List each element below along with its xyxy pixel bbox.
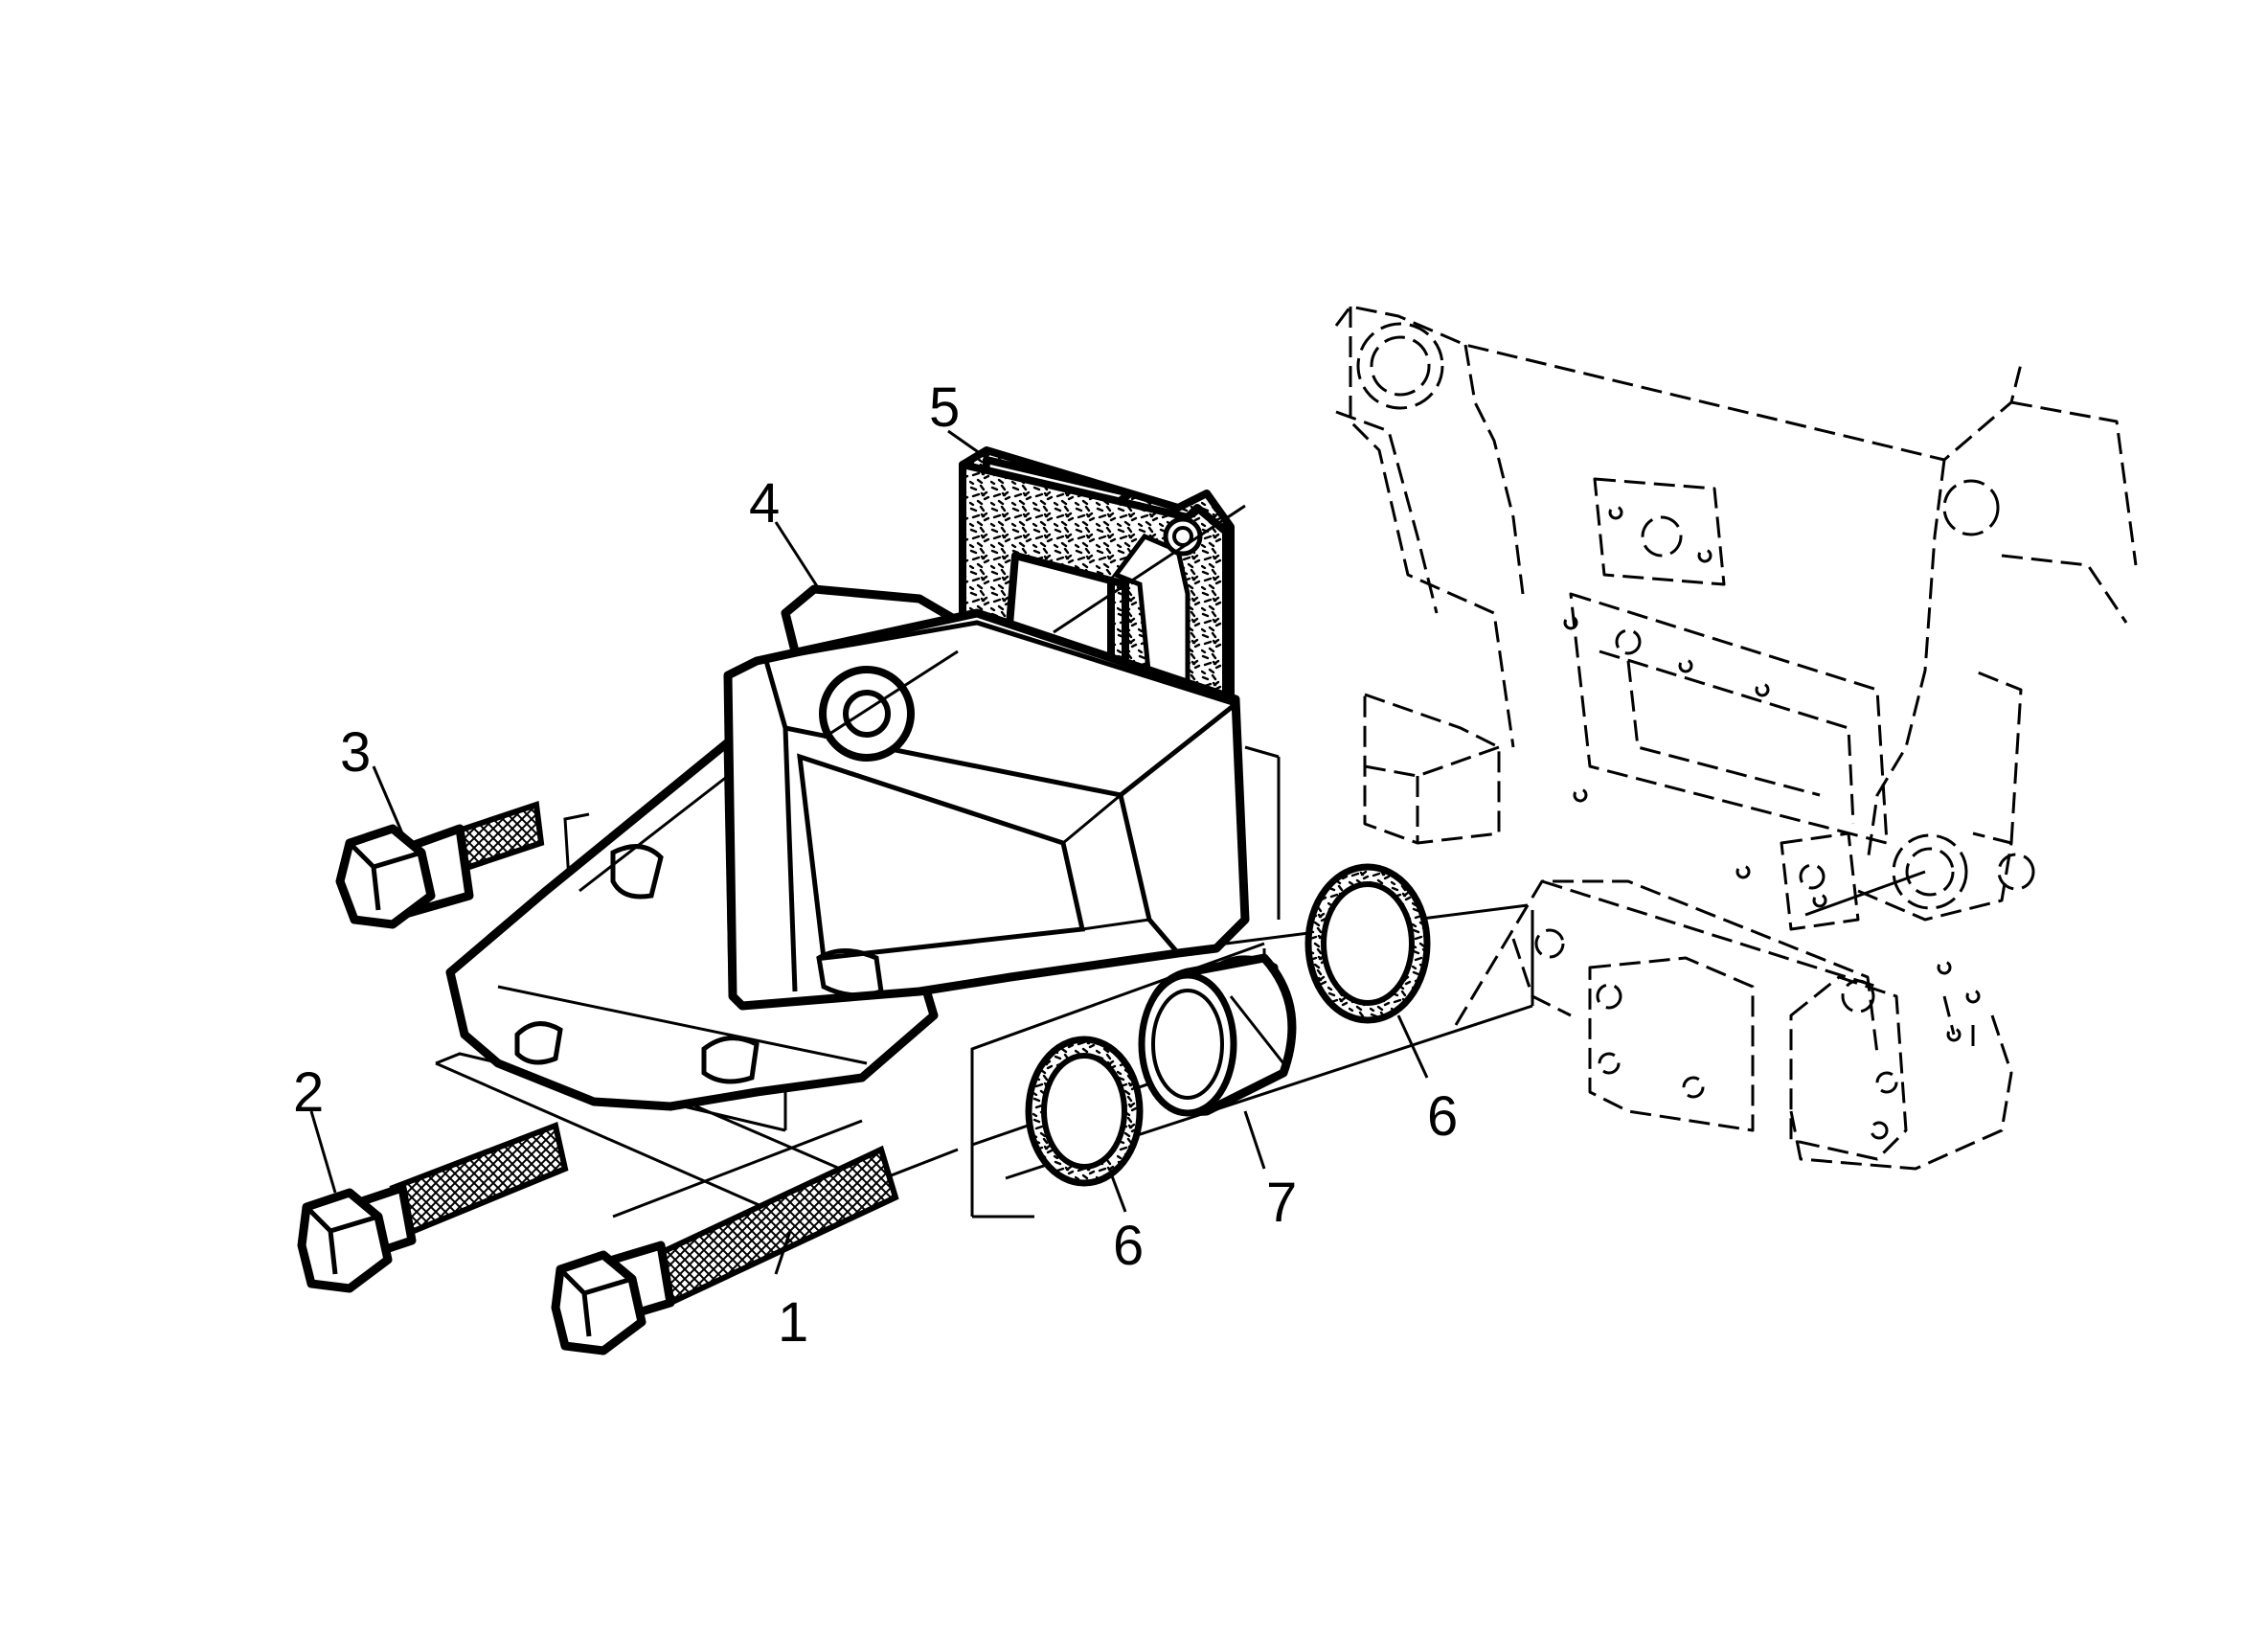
housing (445, 584, 1250, 1111)
callout-housing: 4 (749, 472, 780, 535)
seal-ring-rear (1304, 863, 1431, 1024)
callout-sleeve: 7 (1266, 1172, 1297, 1234)
bolt-short (335, 800, 545, 929)
engine-block (1334, 305, 2138, 1171)
callout-bolt-long: 1 (778, 1291, 808, 1354)
callout-bolt-medium: 2 (293, 1061, 324, 1124)
callout-seal-ring-front: 6 (1113, 1215, 1144, 1277)
sleeve (1138, 953, 1297, 1117)
leader-lines (309, 429, 1429, 1275)
callout-bolt-short: 3 (340, 721, 371, 784)
callout-seal-ring-rear: 6 (1427, 1085, 1458, 1148)
seal-ring-front (1025, 1036, 1144, 1187)
bolt-medium (297, 1121, 569, 1293)
callout-labels: 5 4 3 2 1 6 7 6 (293, 376, 1458, 1354)
callout-gasket: 5 (929, 376, 960, 439)
bolt-long (551, 1145, 899, 1355)
